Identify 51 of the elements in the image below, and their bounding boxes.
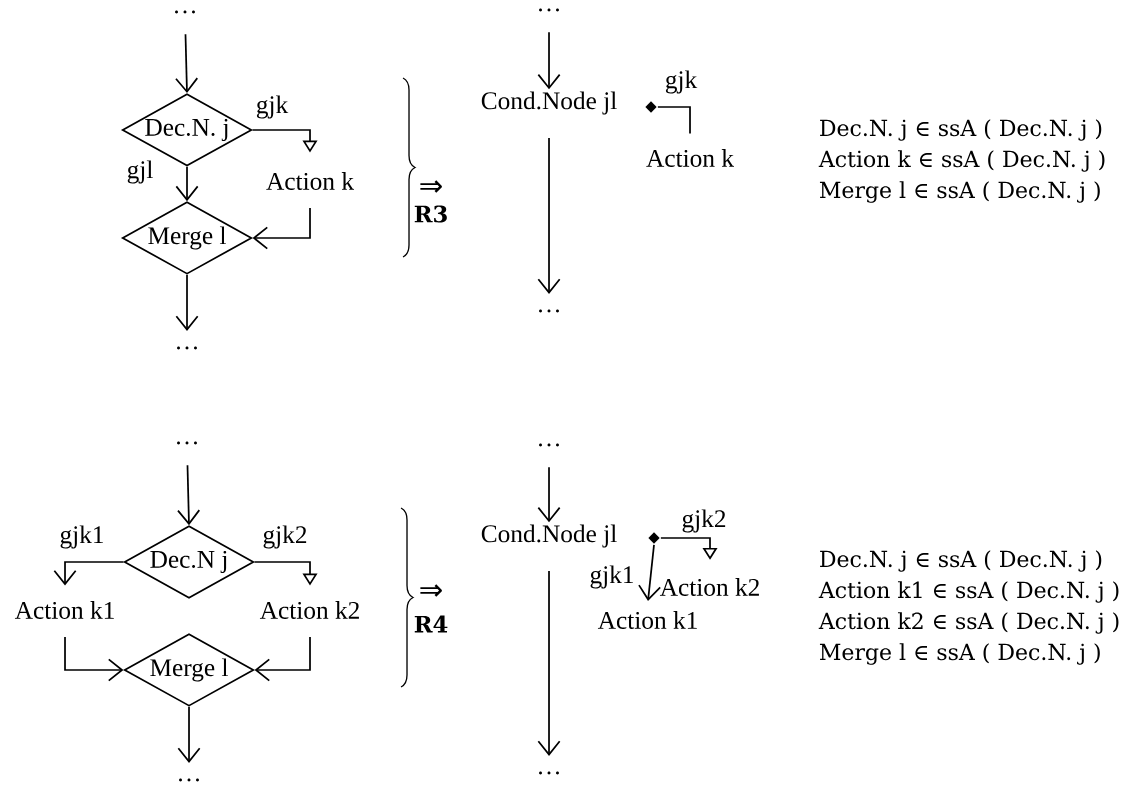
action-label: Action k bbox=[266, 172, 354, 190]
edge-label: gjk bbox=[663, 69, 699, 95]
arrow bbox=[177, 464, 201, 526]
action-label: Action k bbox=[646, 149, 734, 167]
arrow bbox=[175, 274, 199, 331]
arrow bbox=[537, 466, 561, 523]
node-label: Cond.Node jl bbox=[481, 91, 617, 115]
arrow bbox=[660, 537, 718, 560]
edge-label: gjk2 bbox=[261, 524, 309, 550]
action-label: Action k2 bbox=[659, 578, 759, 596]
edge-label: gjk2 bbox=[680, 508, 728, 534]
edge-label: gjk1 bbox=[58, 524, 106, 550]
arrow bbox=[537, 31, 561, 90]
arrow bbox=[64, 636, 124, 682]
rule-label: R3 bbox=[414, 205, 447, 223]
ellipsis: … bbox=[179, 778, 199, 782]
action-label: Action k1 bbox=[597, 611, 697, 629]
ellipsis: … bbox=[175, 10, 195, 14]
arrow bbox=[254, 636, 311, 682]
connector-line bbox=[657, 106, 691, 135]
rule-label: R4 bbox=[414, 615, 448, 633]
edge-label: gjk1 bbox=[588, 564, 636, 590]
membership-statement: Action k2 ∈ ssA ( Dec.N. j ) bbox=[818, 612, 1119, 634]
membership-statement: Merge l ∈ ssA ( Dec.N. j ) bbox=[819, 181, 1100, 203]
ellipsis: … bbox=[539, 309, 559, 313]
ellipsis: … bbox=[177, 441, 197, 445]
membership-statement: Dec.N. j ∈ ssA ( Dec.N. j ) bbox=[820, 550, 1102, 572]
membership-statement: Action k ∈ ssA ( Dec.N. j ) bbox=[818, 150, 1105, 172]
node-label: Cond.Node jl bbox=[481, 524, 617, 548]
ellipsis: … bbox=[539, 771, 559, 775]
arrow bbox=[252, 207, 311, 250]
arrow bbox=[537, 137, 561, 294]
arrow bbox=[175, 33, 199, 94]
diamond-marker bbox=[648, 532, 660, 544]
implies-symbol: ⇒ bbox=[420, 180, 442, 193]
membership-statement: Dec.N. j ∈ ssA ( Dec.N. j ) bbox=[820, 119, 1102, 141]
arrow bbox=[53, 561, 125, 586]
ellipsis: … bbox=[539, 8, 559, 12]
membership-statement: Merge l ∈ ssA ( Dec.N. j ) bbox=[819, 643, 1100, 665]
diamond-marker bbox=[645, 101, 657, 113]
arrow bbox=[537, 570, 561, 756]
membership-statement: Action k1 ∈ ssA ( Dec.N. j ) bbox=[818, 581, 1119, 603]
arrow bbox=[175, 166, 199, 202]
ellipsis: … bbox=[177, 346, 197, 350]
implies-symbol: ⇒ bbox=[420, 584, 442, 597]
action-label: Action k1 bbox=[14, 601, 114, 619]
arrow bbox=[638, 544, 662, 601]
action-label: Action k2 bbox=[259, 601, 359, 619]
ellipsis: … bbox=[539, 443, 559, 447]
arrow bbox=[177, 706, 201, 763]
edge-label: gjk bbox=[254, 94, 290, 120]
